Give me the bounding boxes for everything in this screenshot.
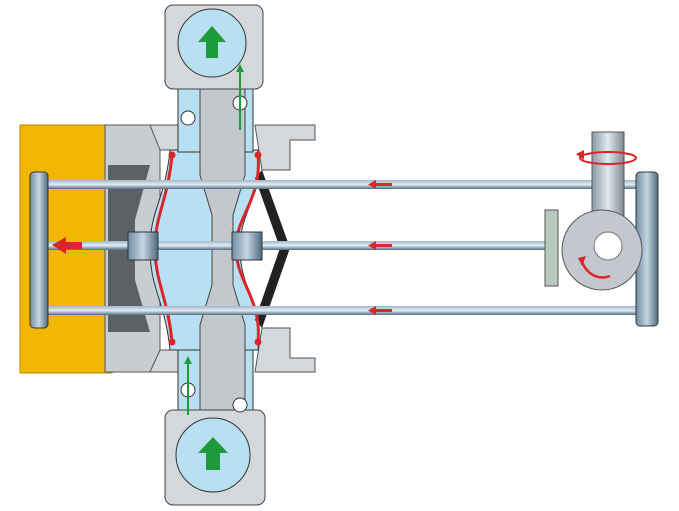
bottom-tie-rod [30, 306, 650, 315]
left-end-plate [29, 171, 49, 329]
diaphragm-seal [254, 338, 262, 346]
left-arrow-icon [368, 180, 392, 189]
rotation-arrow-icon [580, 261, 611, 279]
drive-shaft [591, 131, 625, 223]
diaphragm-seal [168, 151, 176, 159]
flow-arrowhead [236, 64, 244, 72]
center-push-rod [30, 241, 550, 250]
rotation-arrowhead [578, 256, 586, 266]
eccentric-pin [593, 231, 623, 261]
left-arrow-icon [52, 237, 82, 254]
check-valve-ball-icon [232, 397, 248, 413]
diaphragm-seal [168, 338, 176, 346]
connecting-plate [544, 209, 559, 287]
up-arrow-icon [198, 26, 226, 58]
rotation-arrow-icon [579, 151, 637, 165]
flow-arrowhead [184, 356, 192, 364]
right-diaphragm-plate [231, 231, 263, 261]
check-valve-ball-icon [180, 110, 196, 126]
top-tie-rod [30, 180, 650, 189]
diaphragm-seal [254, 151, 262, 159]
left-diaphragm-plate [127, 231, 159, 261]
top-right-flange [254, 124, 316, 171]
rotation-arrowhead [576, 150, 584, 160]
left-arrow-icon [368, 306, 392, 315]
bottom-right-flange [254, 327, 316, 373]
up-arrow-icon [198, 437, 228, 470]
left-arrow-icon [368, 241, 392, 250]
